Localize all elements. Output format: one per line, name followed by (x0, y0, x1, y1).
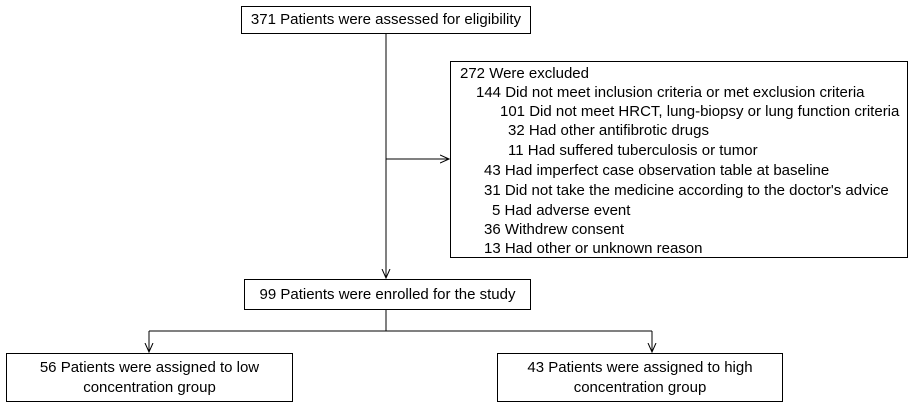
excluded-item: 13 Had other or unknown reason (484, 240, 703, 257)
excluded-title: 272 Were excluded (460, 65, 589, 82)
excluded-box: 272 Were excluded 144 Did not meet inclu… (450, 61, 908, 258)
assessed-box: 371 Patients were assessed for eligibili… (241, 6, 531, 34)
assessed-label: 371 Patients were assessed for eligibili… (250, 11, 522, 28)
enrolled-label: 99 Patients were enrolled for the study (259, 285, 516, 303)
high-concentration-box: 43 Patients were assigned to high concen… (497, 353, 783, 402)
excluded-item: 32 Had other antifibrotic drugs (508, 122, 709, 139)
excluded-item: 11 Had suffered tuberculosis or tumor (508, 142, 758, 159)
excluded-item: 43 Had imperfect case observation table … (484, 162, 830, 179)
enrolled-box: 99 Patients were enrolled for the study (244, 279, 531, 310)
low-concentration-box: 56 Patients were assigned to low concent… (6, 353, 293, 402)
low-concentration-label: 56 Patients were assigned to low concent… (39, 358, 260, 396)
high-concentration-label: 43 Patients were assigned to high concen… (527, 358, 753, 396)
excluded-item: 101 Did not meet HRCT, lung-biopsy or lu… (500, 103, 900, 120)
excluded-item: 36 Withdrew consent (484, 221, 625, 238)
excluded-item: 31 Did not take the medicine according t… (484, 182, 889, 199)
excluded-item: 144 Did not meet inclusion criteria or m… (476, 84, 865, 101)
excluded-item: 5 Had adverse event (492, 202, 631, 219)
